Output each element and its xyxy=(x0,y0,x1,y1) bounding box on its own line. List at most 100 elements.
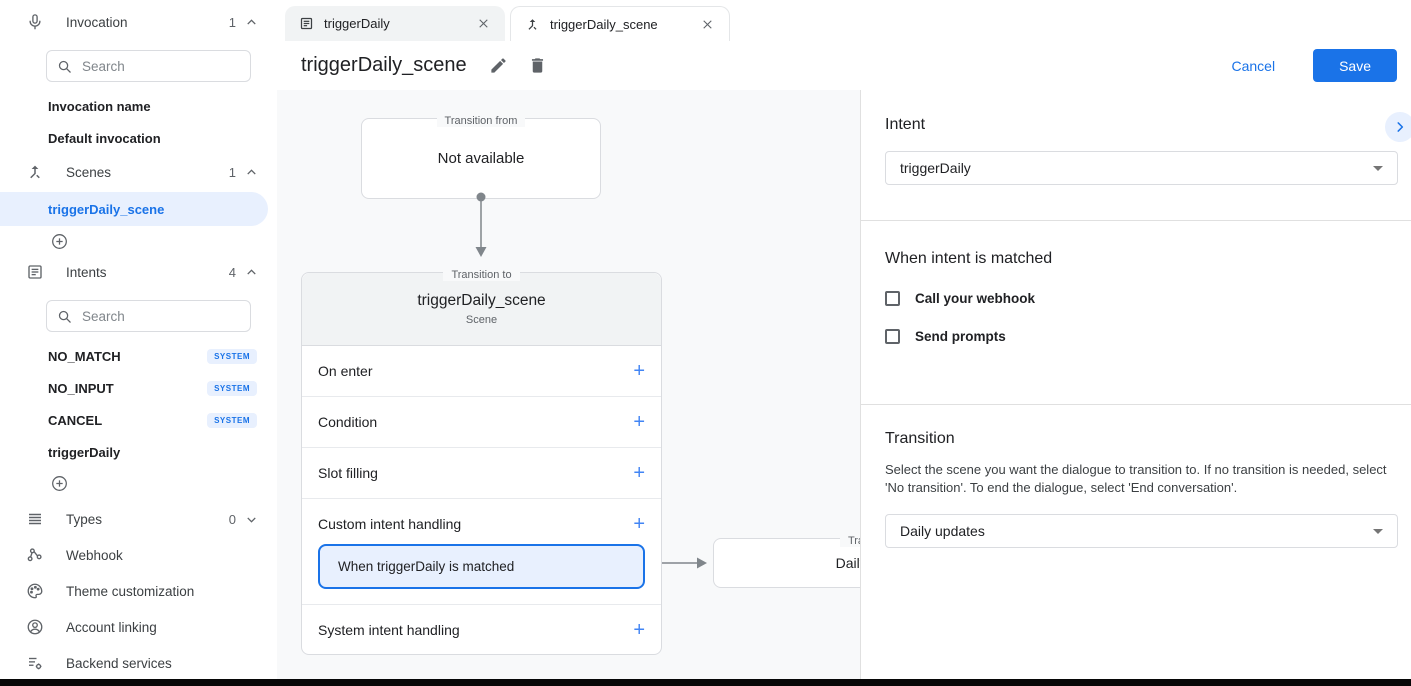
checkbox-unchecked[interactable] xyxy=(885,329,900,344)
sidebar-item-triggerdaily[interactable]: triggerDaily xyxy=(0,436,277,468)
intent-section: Intent triggerDaily xyxy=(861,90,1411,221)
transition-from-box[interactable]: Transition from Not available xyxy=(361,115,601,199)
cancel-button[interactable]: Cancel xyxy=(1231,57,1276,74)
sidebar-item-default-invocation[interactable]: Default invocation xyxy=(48,130,161,146)
intent-label: NO_MATCH xyxy=(48,348,121,364)
sidebar-item-invocation-name[interactable]: Invocation name xyxy=(48,98,151,114)
sidebar-item-backend-services[interactable]: Backend services xyxy=(0,645,277,681)
sidebar-section-scenes[interactable]: Scenes 1 xyxy=(0,155,277,189)
close-icon[interactable] xyxy=(698,15,717,34)
chevron-up-icon[interactable] xyxy=(244,165,259,180)
scene-merge-arrow-icon xyxy=(525,17,540,32)
section-label: Intents xyxy=(66,264,107,280)
sidebar-item-no-match[interactable]: NO_MATCH SYSTEM xyxy=(0,340,277,372)
add-slot-filling-button[interactable]: + xyxy=(633,462,645,484)
add-on-enter-button[interactable]: + xyxy=(633,360,645,382)
intent-handler-chip-selected[interactable]: When triggerDaily is matched xyxy=(318,544,645,589)
search-input[interactable] xyxy=(82,58,212,74)
page-title: triggerDaily_scene xyxy=(301,54,467,76)
transition-target-text: Daily updates xyxy=(835,555,860,571)
sidebar-section-types[interactable]: Types 0 xyxy=(0,501,277,537)
add-custom-intent-button[interactable]: + xyxy=(633,513,645,535)
when-matched-title: When intent is matched xyxy=(885,250,1053,267)
item-label: Account linking xyxy=(66,619,157,635)
chevron-up-icon[interactable] xyxy=(244,265,259,280)
section-label: Scenes xyxy=(66,164,112,180)
section-label: Types xyxy=(66,511,103,527)
webhook-nodes-icon xyxy=(25,545,45,565)
add-system-intent-button[interactable]: + xyxy=(633,619,645,641)
tab-bar: triggerDaily triggerDaily_scene xyxy=(277,0,1411,41)
close-icon[interactable] xyxy=(474,14,493,33)
microphone-icon xyxy=(25,12,45,32)
sidebar-item-webhook[interactable]: Webhook xyxy=(0,537,277,573)
tab-triggerdaily[interactable]: triggerDaily xyxy=(285,6,505,41)
sidebar-item-theme-customization[interactable]: Theme customization xyxy=(0,573,277,609)
send-prompts-option[interactable]: Send prompts xyxy=(885,329,1387,344)
checkbox-unchecked[interactable] xyxy=(885,291,900,306)
sidebar-item-cancel[interactable]: CANCEL SYSTEM xyxy=(0,404,277,436)
intents-search[interactable] xyxy=(46,300,251,332)
dropdown-caret-icon xyxy=(1373,165,1383,171)
section-count: 0 xyxy=(228,511,236,527)
search-icon xyxy=(57,309,72,324)
search-input[interactable] xyxy=(82,308,212,324)
collapse-panel-button[interactable] xyxy=(1385,112,1411,142)
scene-row-slot-filling: Slot filling + xyxy=(302,448,661,499)
dropdown-caret-icon xyxy=(1373,528,1383,534)
item-label: Webhook xyxy=(66,547,123,563)
chevron-up-icon[interactable] xyxy=(244,15,259,30)
transition-target-box[interactable]: Transition to Daily updates xyxy=(713,535,860,588)
bottom-black-bar xyxy=(0,679,1411,686)
trash-icon[interactable] xyxy=(528,56,547,75)
transition-select[interactable]: Daily updates xyxy=(885,514,1398,548)
invocation-search[interactable] xyxy=(46,50,251,82)
chevron-right-icon xyxy=(1397,122,1404,132)
when-matched-section: When intent is matched Call your webhook… xyxy=(861,221,1411,405)
tab-label: triggerDaily xyxy=(324,16,390,31)
chevron-down-icon[interactable] xyxy=(244,512,259,527)
sidebar-item-account-linking[interactable]: Account linking xyxy=(0,609,277,645)
intent-section-title: Intent xyxy=(885,116,926,133)
row-label: Condition xyxy=(318,414,378,430)
article-list-icon xyxy=(299,16,314,31)
transition-from-text: Not available xyxy=(437,150,525,167)
call-webhook-option[interactable]: Call your webhook xyxy=(885,291,1387,306)
intent-editor-panel: Intent triggerDaily When intent is match… xyxy=(860,90,1411,679)
add-condition-button[interactable]: + xyxy=(633,411,645,433)
tab-triggerdaily-scene[interactable]: triggerDaily_scene xyxy=(510,6,730,41)
section-count: 1 xyxy=(228,164,236,180)
services-gear-icon xyxy=(25,653,45,673)
scene-flow-canvas[interactable]: Transition from Not available Transition… xyxy=(277,90,860,679)
section-count: 1 xyxy=(228,14,236,30)
transition-to-scene-card[interactable]: Transition to triggerDaily_scene Scene O… xyxy=(301,269,662,655)
pencil-icon[interactable] xyxy=(489,56,508,75)
intent-label: triggerDaily xyxy=(48,444,121,460)
intent-select[interactable]: triggerDaily xyxy=(885,151,1398,185)
intent-select-value: triggerDaily xyxy=(900,160,971,176)
scene-row-condition: Condition + xyxy=(302,397,661,448)
sidebar-section-invocation[interactable]: Invocation 1 xyxy=(0,5,277,39)
sidebar-section-intents[interactable]: Intents 4 xyxy=(0,255,277,289)
sidebar-item-no-input[interactable]: NO_INPUT SYSTEM xyxy=(0,372,277,404)
sidebar-item-triggerdaily-scene[interactable]: triggerDaily_scene xyxy=(0,192,268,226)
search-icon xyxy=(57,59,72,74)
circle-plus-icon xyxy=(52,475,67,491)
content-area: Transition from Not available Transition… xyxy=(277,90,1411,679)
system-badge: SYSTEM xyxy=(207,348,257,364)
save-button[interactable]: Save xyxy=(1313,49,1397,82)
checkbox-label: Send prompts xyxy=(915,329,1006,344)
transition-description: Select the scene you want the dialogue t… xyxy=(885,462,1387,495)
reorder-lines-icon xyxy=(25,509,45,529)
item-label: Theme customization xyxy=(66,583,195,599)
row-label: System intent handling xyxy=(318,622,460,638)
palette-icon xyxy=(25,581,45,601)
main-area: triggerDaily triggerDaily_scene triggerD… xyxy=(277,0,1411,686)
scene-row-system-intent-handling: System intent handling + xyxy=(302,605,661,655)
sidebar: Invocation 1 Invocation name Default inv… xyxy=(0,0,277,679)
scene-card-title: triggerDaily_scene xyxy=(417,292,546,309)
add-scene-button[interactable] xyxy=(0,228,277,254)
add-intent-button[interactable] xyxy=(0,470,277,496)
intent-label: CANCEL xyxy=(48,412,103,428)
